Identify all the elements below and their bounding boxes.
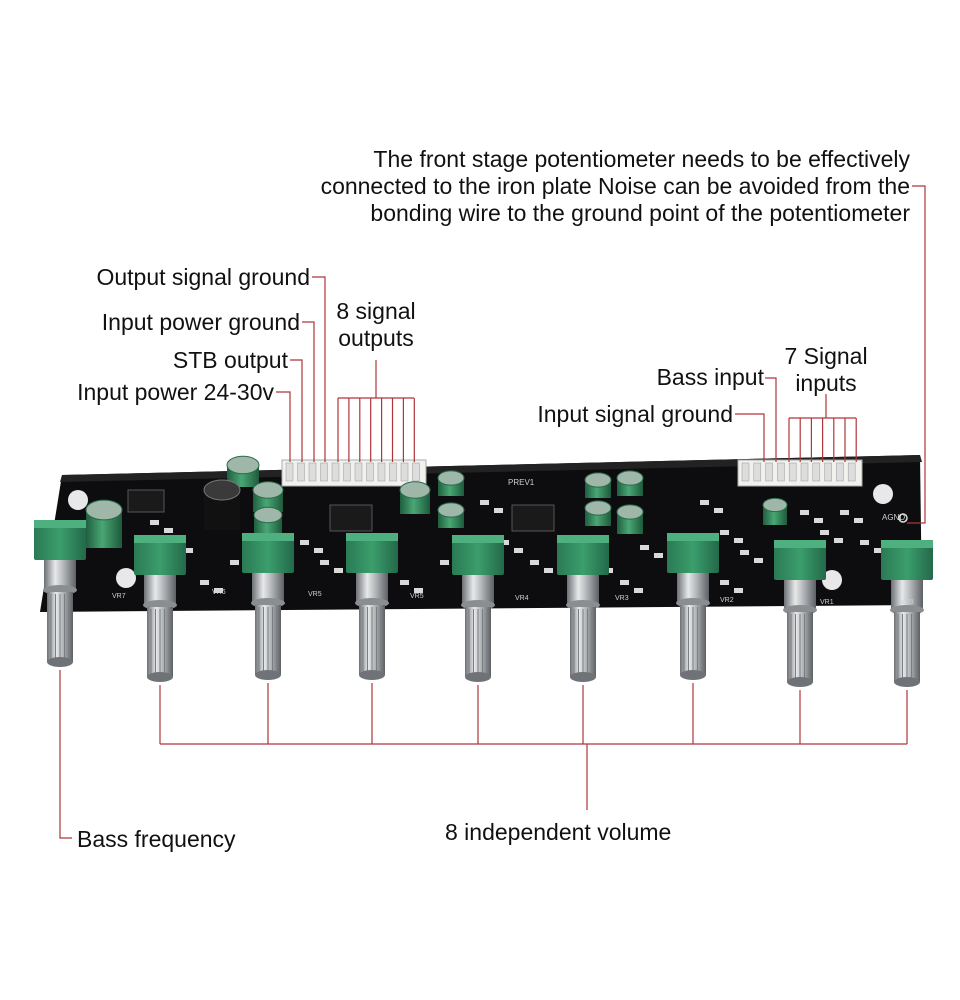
potentiometer bbox=[34, 520, 86, 667]
input-power-label: Input power 24-30v bbox=[77, 379, 274, 405]
pot-silkscreen-label: VR6 bbox=[212, 589, 226, 596]
agnd-label: AGND bbox=[882, 513, 905, 522]
input-power-ground-label: Input power ground bbox=[101, 309, 300, 335]
mount-hole bbox=[873, 484, 893, 504]
potentiometer bbox=[557, 535, 609, 682]
mount-hole bbox=[822, 570, 842, 590]
potentiometer bbox=[452, 535, 504, 682]
potentiometer bbox=[774, 540, 826, 687]
pot-silkscreen-label: VR2 bbox=[720, 597, 734, 604]
potentiometer bbox=[667, 533, 719, 680]
model-label: PREV1 bbox=[508, 478, 535, 487]
independent-volume-label: 8 independent volume bbox=[445, 819, 672, 845]
input-signal-ground-label: Input signal ground bbox=[537, 401, 733, 427]
note-leader bbox=[907, 185, 926, 524]
pot-silkscreen-label: VR4 bbox=[515, 595, 529, 602]
mount-hole bbox=[68, 490, 88, 510]
pot-silkscreen-label: VR7 bbox=[112, 593, 126, 600]
mount-hole bbox=[116, 568, 136, 588]
bass-frequency-leader bbox=[59, 670, 72, 839]
bass-input-label: Bass input bbox=[656, 364, 764, 390]
potentiometer bbox=[242, 533, 294, 680]
bass-frequency-label: Bass frequency bbox=[77, 826, 236, 852]
bass-input-leader bbox=[765, 377, 777, 462]
note-line-2: connected to the iron plate Noise can be… bbox=[320, 173, 910, 199]
stb-output-label: STB output bbox=[172, 347, 288, 373]
power-ground-leader bbox=[302, 321, 315, 462]
note-line-3: bonding wire to the ground point of the … bbox=[370, 200, 910, 226]
stb-leader bbox=[290, 359, 303, 462]
output-signal-ground-label: Output signal ground bbox=[96, 264, 310, 290]
signal-ground-leader bbox=[735, 413, 765, 462]
pot-silkscreen-label: VR1 bbox=[820, 599, 834, 606]
pot-silkscreen-label: VR9 bbox=[900, 599, 914, 606]
note-line-1: The front stage potentiometer needs to b… bbox=[373, 146, 910, 172]
potentiometer bbox=[881, 540, 933, 687]
pot-silkscreen-label: VR3 bbox=[615, 595, 629, 602]
power-leader bbox=[276, 391, 291, 462]
output-ground-leader bbox=[312, 276, 326, 462]
signal-inputs-label-2: inputs bbox=[795, 370, 857, 396]
pot-silkscreen-label: VR5 bbox=[410, 593, 424, 600]
signal-outputs-label-1: 8 signal bbox=[336, 298, 416, 324]
pot-silkscreen-label: VR5 bbox=[308, 591, 322, 598]
potentiometer bbox=[346, 533, 398, 680]
potentiometer bbox=[134, 535, 186, 682]
signal-outputs-label-2: outputs bbox=[338, 325, 414, 351]
signal-inputs-label-1: 7 Signal bbox=[784, 343, 868, 369]
